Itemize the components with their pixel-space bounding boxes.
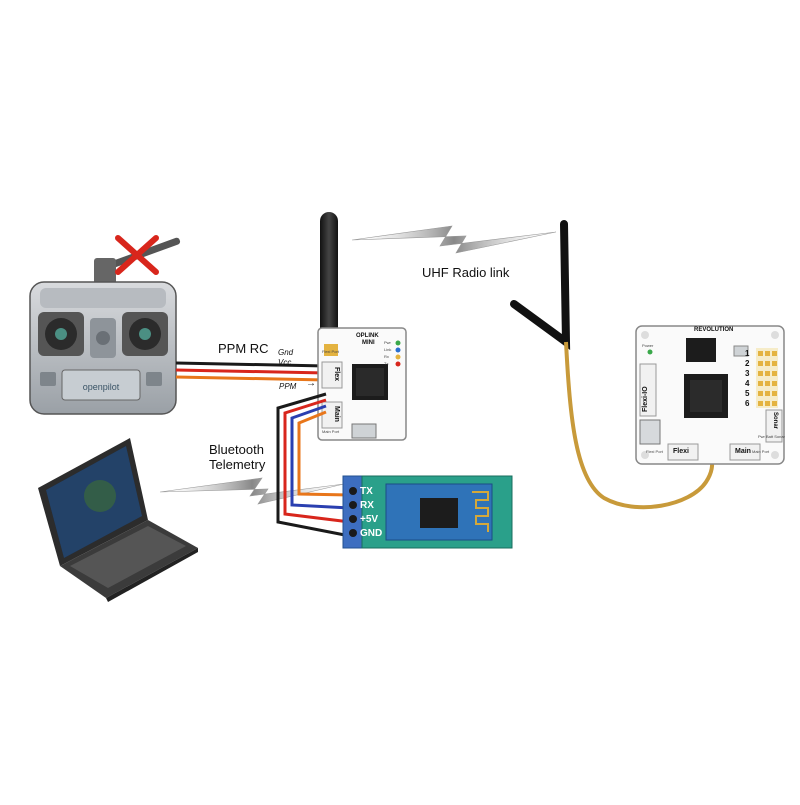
bt-pin-gnd: GND bbox=[360, 528, 383, 539]
oplink-led-tx: Tx bbox=[384, 361, 389, 366]
revolution-channel-3: 3 bbox=[745, 369, 750, 378]
revolution-flexi-small: Flexi Port bbox=[646, 449, 663, 454]
ppm-arrow-icon: → bbox=[306, 378, 316, 389]
servo-pin-1-2 bbox=[765, 351, 770, 356]
revolution-main-small: Main Port bbox=[752, 449, 770, 454]
oplink-led-link: Link bbox=[384, 347, 392, 352]
revolution-channel-5: 5 bbox=[745, 389, 750, 398]
rc-transmitter: openpilot bbox=[29, 237, 181, 415]
servo-pin-2-1 bbox=[758, 361, 763, 366]
uhf-signal-bolt-icon bbox=[351, 225, 557, 254]
bluetooth-label: Bluetooth bbox=[209, 442, 264, 457]
servo-pin-5-1 bbox=[758, 391, 763, 396]
revolution-sonar-label: Sonar bbox=[772, 412, 778, 430]
revolution-flexi-port-label: Flexi bbox=[673, 448, 689, 455]
servo-pin-5-3 bbox=[772, 391, 777, 396]
power-led-icon bbox=[647, 349, 653, 355]
bt-chip-icon bbox=[420, 498, 458, 528]
servo-header-icon bbox=[756, 348, 778, 408]
ppm-label: PPM bbox=[279, 382, 297, 391]
servo-pin-4-3 bbox=[772, 381, 777, 386]
revolution-flexi-io-label: Flexi-IO bbox=[642, 386, 649, 412]
oplink-main-port-label: Main bbox=[333, 406, 340, 422]
servo-pin-3-2 bbox=[765, 371, 770, 376]
servo-pin-2-3 bbox=[772, 361, 777, 366]
uhf-radio-link-label: UHF Radio link bbox=[422, 265, 510, 280]
revolution-main-port-label: Main bbox=[735, 448, 751, 455]
oplink-led-pwr: Pwr bbox=[384, 340, 391, 345]
bt-antenna-trace-icon bbox=[472, 491, 489, 532]
disabled-cross-icon bbox=[115, 235, 159, 275]
servo-pin-3-3 bbox=[772, 371, 777, 376]
oplink-flex-port-label: Flex bbox=[333, 367, 340, 382]
telemetry-cable bbox=[276, 392, 351, 538]
revolution-channel-6: 6 bbox=[745, 399, 750, 408]
servo-pin-6-3 bbox=[772, 401, 777, 406]
servo-pin-1-3 bbox=[772, 351, 777, 356]
oplink-led-rx: Rx bbox=[384, 354, 389, 359]
revolution-title: REVOLUTION bbox=[694, 327, 734, 333]
servo-pin-4-2 bbox=[765, 381, 770, 386]
ppm-rc-cable bbox=[175, 361, 327, 382]
revolution-board bbox=[635, 325, 785, 465]
revolution-channel-4: 4 bbox=[745, 379, 750, 388]
servo-pin-2-2 bbox=[765, 361, 770, 366]
servo-pin-6-1 bbox=[758, 401, 763, 406]
servo-pin-6-2 bbox=[765, 401, 770, 406]
telemetry-label: Telemetry bbox=[209, 457, 266, 472]
oplink-flexi-port-small: Flexi Port bbox=[322, 349, 339, 354]
oplink-mini-board bbox=[317, 212, 407, 441]
bt-pin-rx: RX bbox=[360, 500, 374, 511]
bluetooth-signal-bolt-icon bbox=[159, 477, 345, 505]
servo-pin-5-2 bbox=[765, 391, 770, 396]
servo-pin-1-1 bbox=[758, 351, 763, 356]
gnd-label: Gnd bbox=[278, 348, 294, 357]
oplink-subtitle: MINI bbox=[362, 340, 375, 346]
bluetooth-module bbox=[342, 475, 513, 549]
oplink-title: OPLINK bbox=[356, 333, 379, 339]
oplink-antenna-icon bbox=[320, 212, 338, 342]
servo-pin-3-1 bbox=[758, 371, 763, 376]
vcc-label: Vcc bbox=[278, 358, 292, 367]
bt-pin-tx: TX bbox=[360, 486, 373, 497]
servo-pin-4-1 bbox=[758, 381, 763, 386]
ppm-rc-label: PPM RC bbox=[218, 341, 269, 356]
transmitter-brand: openpilot bbox=[83, 382, 120, 392]
laptop bbox=[38, 438, 198, 602]
revolution-power-led-label: Power bbox=[642, 343, 654, 348]
oplink-main-port-small: Main Port bbox=[322, 429, 340, 434]
revolution-channel-1: 1 bbox=[745, 349, 750, 358]
revolution-pwr-sonar-small: Pwr Batt Sonar bbox=[758, 434, 785, 439]
revolution-channel-2: 2 bbox=[745, 359, 750, 368]
bt-pin-5v: +5V bbox=[360, 514, 379, 525]
